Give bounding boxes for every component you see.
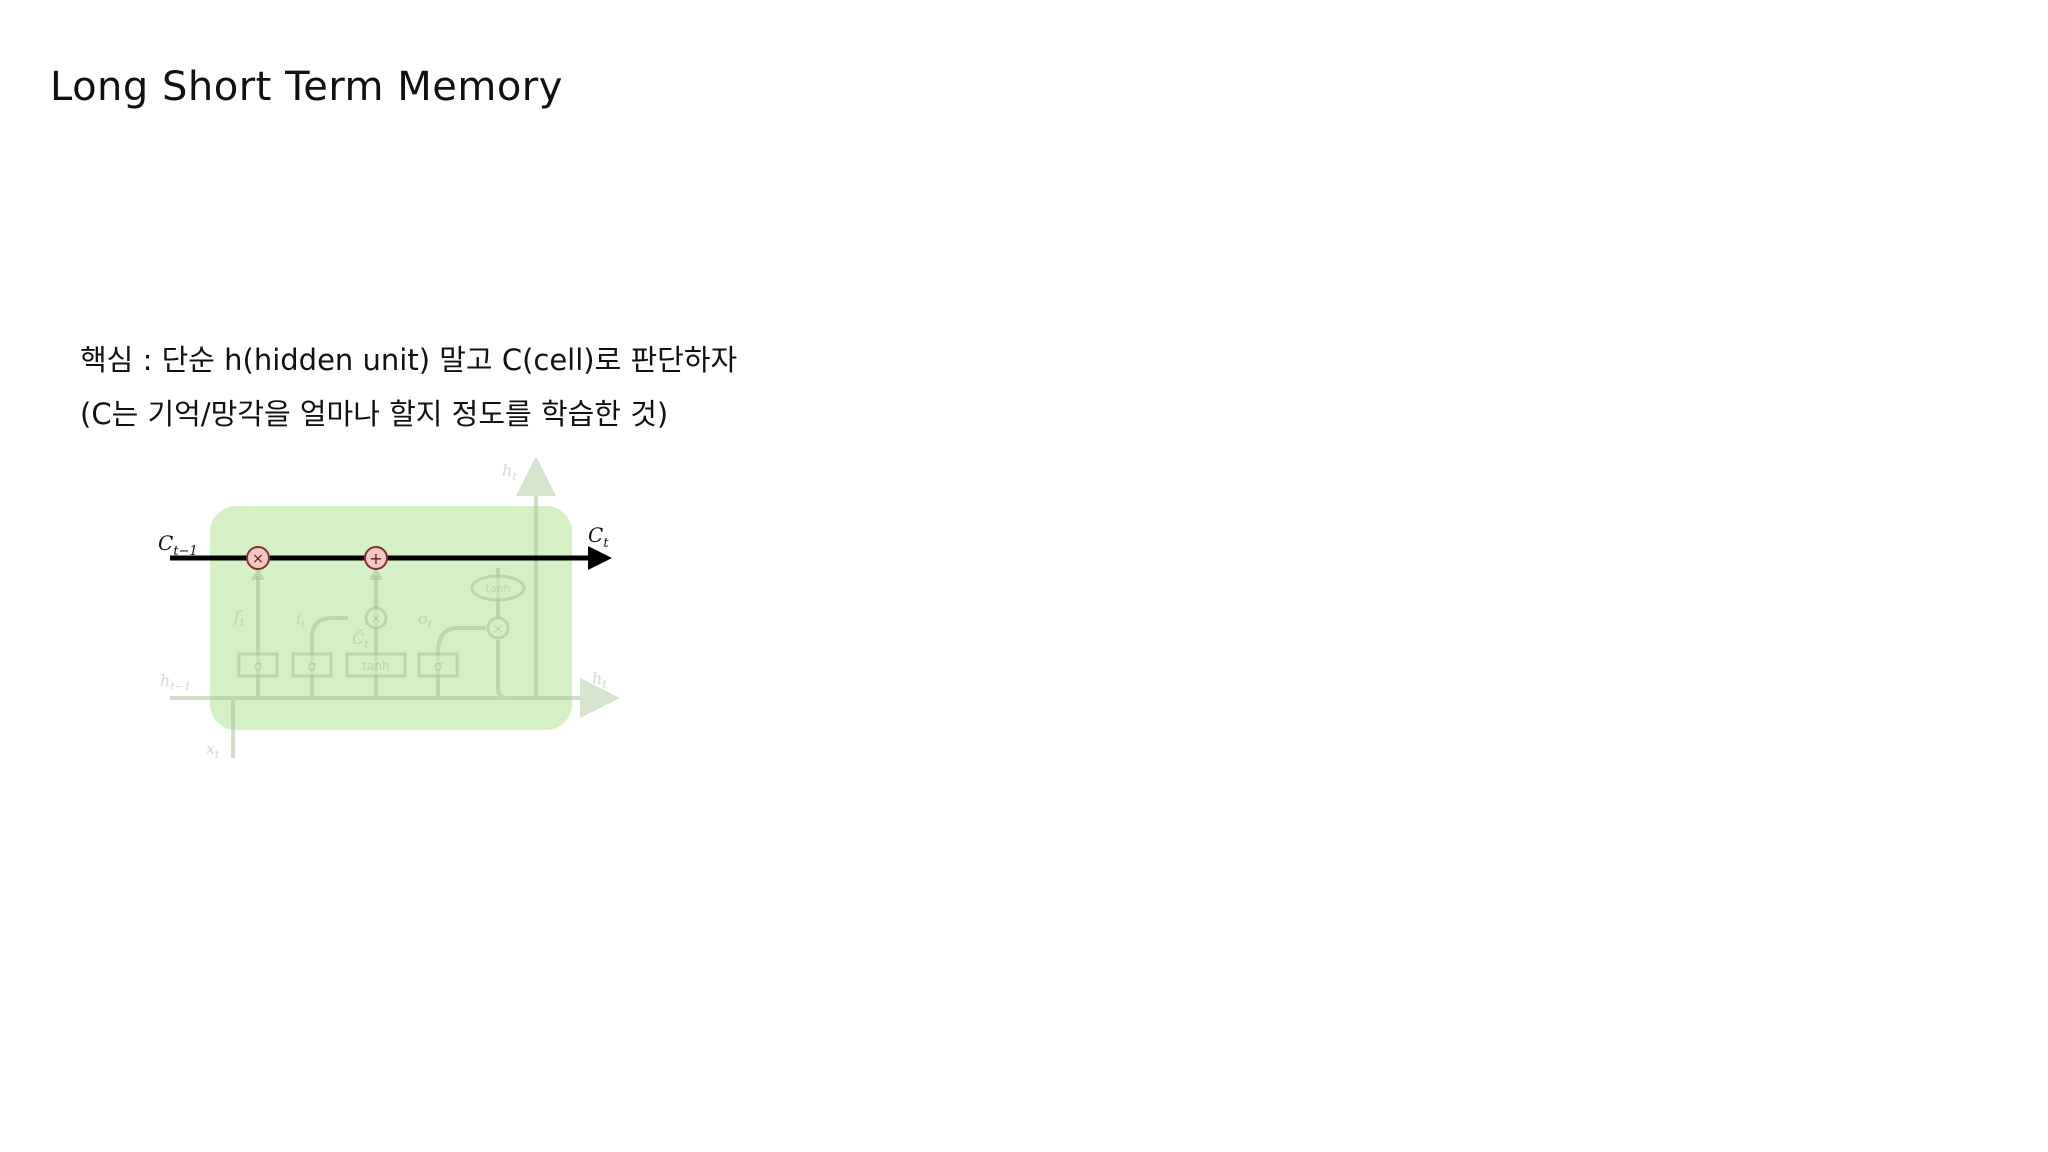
body-text: 핵심 : 단순 h(hidden unit) 말고 C(cell)로 판단하자 … bbox=[80, 333, 737, 441]
candidate-feed-arrowhead bbox=[369, 568, 383, 580]
input-layer-label: σ bbox=[308, 659, 317, 675]
output-tanh-op bbox=[470, 574, 526, 602]
faint-labels: ht−1 ht ht xt ft it ot C̃t bbox=[160, 461, 607, 761]
cell-add-symbol: + bbox=[369, 549, 382, 568]
candidate-layer-label: tanh bbox=[362, 659, 389, 673]
cell-internals bbox=[170, 458, 620, 758]
lstm-cell-svg: σ σ tanh σ × tanh × ht−1 ht ht xt ft it … bbox=[158, 458, 620, 761]
input-layer-box bbox=[291, 652, 333, 678]
h-curr-right-label: ht bbox=[592, 669, 607, 691]
output-tanh-label: tanh bbox=[486, 582, 511, 595]
output-multiply-symbol: × bbox=[493, 622, 504, 637]
forget-multiply-op bbox=[246, 546, 270, 570]
forget-multiply-symbol: × bbox=[252, 551, 264, 567]
slide-title: Long Short Term Memory bbox=[50, 64, 563, 110]
forget-feed-arrowhead bbox=[251, 568, 265, 580]
op-feed-arrows bbox=[256, 576, 378, 608]
input-multiply-symbol: × bbox=[371, 612, 382, 627]
input-gate-path bbox=[310, 616, 348, 698]
x-input-label: xt bbox=[206, 739, 220, 761]
c-prev-label: Ct−1 bbox=[158, 531, 198, 559]
forget-layer-box bbox=[237, 652, 279, 678]
output-layer-label: σ bbox=[434, 659, 443, 675]
candidate-label: C̃t bbox=[352, 629, 369, 651]
h-curr-top-label: ht bbox=[502, 461, 517, 483]
output-multiply-op bbox=[486, 616, 510, 640]
candidate-layer-box bbox=[345, 652, 407, 678]
body-line-2: (C는 기억/망각을 얼마나 할지 정도를 학습한 것) bbox=[80, 397, 669, 431]
body-line-1: 핵심 : 단순 h(hidden unit) 말고 C(cell)로 판단하자 bbox=[80, 343, 738, 377]
output-right-path bbox=[496, 640, 620, 718]
forget-layer-label: σ bbox=[254, 659, 263, 675]
output-gate-label: ot bbox=[418, 609, 433, 631]
cell-state-arrowhead bbox=[588, 546, 612, 570]
h-prev-label: ht−1 bbox=[160, 671, 191, 693]
c-curr-label: Ct bbox=[588, 523, 609, 551]
output-layer-box bbox=[417, 652, 459, 678]
lstm-cell-diagram: σ σ tanh σ × tanh × ht−1 ht ht xt ft it … bbox=[148, 458, 628, 768]
forget-gate-label: ft bbox=[233, 607, 245, 629]
cell-add-op bbox=[364, 546, 388, 570]
input-gate-label: it bbox=[296, 609, 306, 631]
neural-layers: σ σ tanh σ × tanh × bbox=[237, 574, 526, 678]
